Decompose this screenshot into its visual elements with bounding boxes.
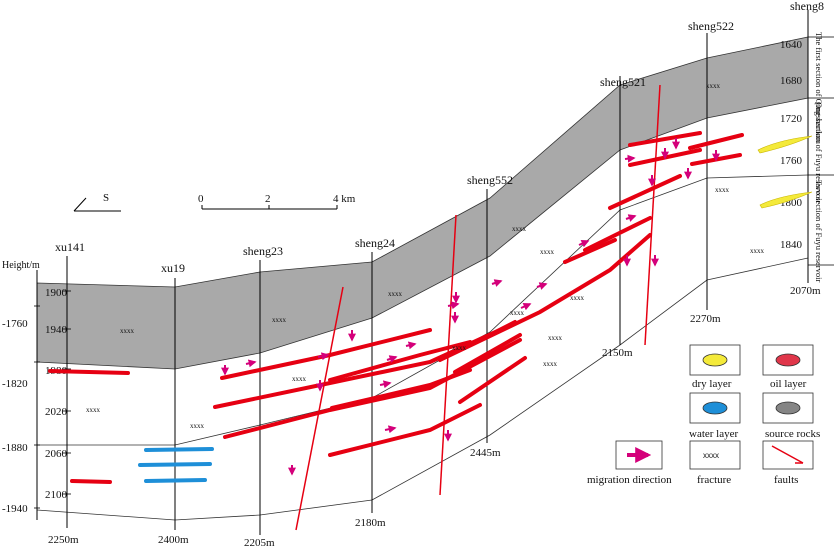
scale-label: 0 xyxy=(198,193,204,205)
well-name-xu141: xu141 xyxy=(55,240,85,254)
well-td-sheng23: 2205m xyxy=(244,537,275,549)
fracture-mark: xxxx xyxy=(570,294,585,302)
fracture-mark: xxxx xyxy=(750,247,765,255)
section-label-qingshankou: The first section of Qingshankou xyxy=(814,32,824,145)
left-tick-label: -1820 xyxy=(2,378,28,390)
section-label-fuyu-one: One section of Fuyu reservoir xyxy=(814,102,824,204)
depth-tick-marks xyxy=(63,290,71,495)
well-td-xu19: 2400m xyxy=(158,534,189,546)
fracture-mark: xxxx xyxy=(543,360,558,368)
section-label-fuyu-two: Two section of Fuyu reservoir xyxy=(814,180,824,282)
well-name-sheng522: sheng522 xyxy=(688,19,734,33)
right-tick-label: 1680 xyxy=(780,75,803,87)
fracture-mark: xxxx xyxy=(510,309,525,317)
height-axis-title: Height/m xyxy=(2,260,40,271)
well-td-sheng24: 2180m xyxy=(355,517,386,529)
right-tick-label: 1720 xyxy=(780,113,803,125)
legend: dry layer oil layer water layer source r… xyxy=(587,344,820,486)
left-tick-marks xyxy=(34,305,40,509)
compass: S xyxy=(73,192,121,212)
depth-tick-label: 2020 xyxy=(45,406,68,418)
fracture-mark: xxxx xyxy=(292,375,307,383)
scale-bar xyxy=(201,205,338,210)
fracture-mark: xxxx xyxy=(272,316,287,324)
fracture-mark: xxxx xyxy=(388,290,403,298)
legend-dry-layer: dry layer xyxy=(692,378,732,390)
fracture-symbols: xxxx xxxx xxxx xxxx xxxx xxxx xxxx xxxx … xyxy=(86,82,765,430)
fracture-mark: xxxx xyxy=(548,334,563,342)
fracture-mark: xxxx xyxy=(120,327,135,335)
well-name-sheng8: sheng8 xyxy=(790,0,824,13)
well-name-xu19: xu19 xyxy=(161,261,185,275)
legend-fracture: fracture xyxy=(697,474,731,486)
compass-label: S xyxy=(103,192,109,204)
legend-oil-layer: oil layer xyxy=(770,378,807,390)
fracture-mark: xxxx xyxy=(86,406,101,414)
left-tick-label: -1880 xyxy=(2,442,28,454)
fracture-mark: xxxx xyxy=(190,422,205,430)
well-td-sheng8: 2070m xyxy=(790,285,821,297)
scale-label: 2 xyxy=(265,193,271,205)
well-name-sheng23: sheng23 xyxy=(243,244,283,258)
layer-boundary-1 xyxy=(37,174,809,446)
water-layers xyxy=(138,447,214,483)
well-td-sheng552: 2445m xyxy=(470,447,501,459)
legend-water-layer: water layer xyxy=(689,428,738,440)
left-tick-label: -1940 xyxy=(2,503,28,515)
depth-tick-label: 1900 xyxy=(45,287,68,299)
fracture-mark: xxxx xyxy=(452,344,467,352)
left-tick-label: -1760 xyxy=(2,318,28,330)
scale-label: 4 km xyxy=(333,193,356,205)
well-td-sheng522: 2270m xyxy=(690,313,721,325)
right-tick-label: 1760 xyxy=(780,155,803,167)
well-td-xu141: 2250m xyxy=(48,534,79,546)
right-tick-label: 1640 xyxy=(780,39,803,51)
fracture-mark: xxxx xyxy=(540,248,555,256)
legend-source-rocks: source rocks xyxy=(765,428,820,440)
migration-arrows xyxy=(221,138,720,476)
legend-migration-direction: migration direction xyxy=(587,474,672,486)
oil-layers xyxy=(48,131,744,484)
faults xyxy=(295,84,661,531)
fracture-mark: xxxx xyxy=(715,186,730,194)
right-tick-label: 1840 xyxy=(780,239,803,251)
layer-boundary-2 xyxy=(36,257,809,521)
legend-fracture-symbol: xxxx xyxy=(703,451,719,460)
well-td-sheng521: 2150m xyxy=(602,347,633,359)
well-lines xyxy=(174,10,809,535)
well-name-sheng552: sheng552 xyxy=(467,173,513,187)
depth-tick-label: 2060 xyxy=(45,448,68,460)
fracture-mark: xxxx xyxy=(706,82,721,90)
depth-tick-label: 2100 xyxy=(45,489,68,501)
depth-tick-label: 1940 xyxy=(45,324,68,336)
well-name-sheng521: sheng521 xyxy=(600,75,646,89)
fracture-mark: xxxx xyxy=(512,225,527,233)
legend-faults: faults xyxy=(774,474,798,486)
well-name-sheng24: sheng24 xyxy=(355,236,395,250)
dry-layers xyxy=(757,135,813,209)
